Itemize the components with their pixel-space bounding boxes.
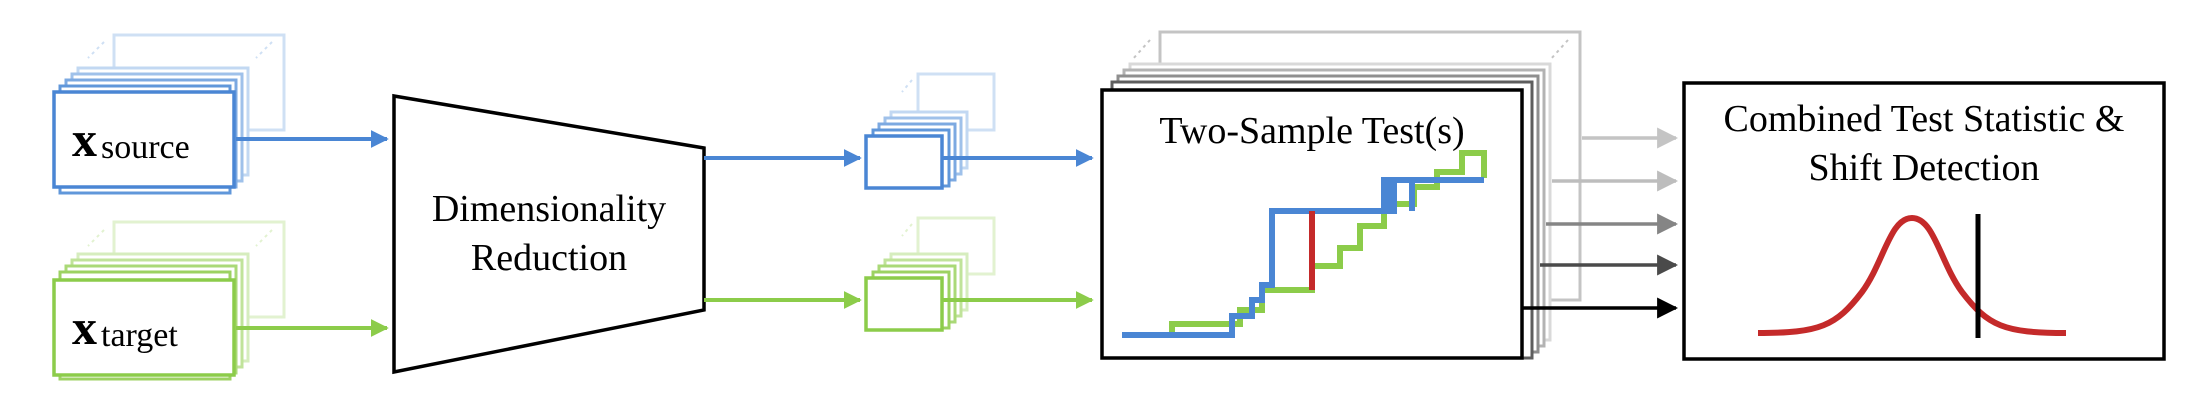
test-title: Two-Sample Test(s): [1159, 110, 1464, 152]
source-reduced-box: [864, 134, 944, 190]
result-label-line2: Shift Detection: [1808, 147, 2039, 189]
combined-statistic-block: Combined Test Statistic & Shift Detectio…: [1682, 81, 2166, 361]
source-reduced-stack: [864, 72, 996, 190]
dimensionality-reduction-block: Dimensionality Reduction: [392, 93, 706, 375]
reducer-label-line2: Reduction: [471, 237, 627, 279]
two-sample-test-stack: Two-Sample Test(s): [1100, 30, 1582, 360]
target-symbol: x: [72, 299, 97, 355]
target-reduced-box: [864, 276, 944, 332]
target-reduced-stack: [864, 216, 996, 332]
source-subscript: source: [101, 129, 190, 166]
target-subscript: target: [101, 317, 178, 354]
target-input-box: [52, 278, 236, 377]
result-label-line1: Combined Test Statistic &: [1724, 98, 2125, 140]
source-input-box: [52, 90, 236, 189]
source-symbol: x: [72, 111, 97, 167]
null-distribution-curve: [1757, 214, 2067, 336]
reducer-label-line1: Dimensionality: [432, 188, 666, 230]
